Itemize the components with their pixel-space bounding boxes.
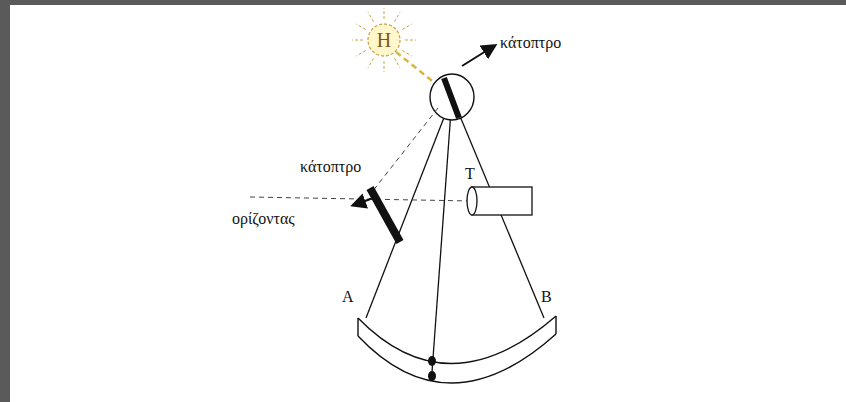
page-ground	[10, 5, 846, 402]
part-label: κάτοπτρο	[500, 34, 561, 52]
sun-letter: Η	[377, 29, 391, 52]
point-letter: Τ	[465, 165, 475, 183]
sun-symbol: Η	[366, 22, 402, 58]
part-label: ορίζοντας	[232, 210, 295, 228]
point-letter: Β	[541, 288, 552, 306]
part-label: κάτοπτρο	[300, 158, 361, 176]
point-letter: Α	[342, 288, 354, 306]
